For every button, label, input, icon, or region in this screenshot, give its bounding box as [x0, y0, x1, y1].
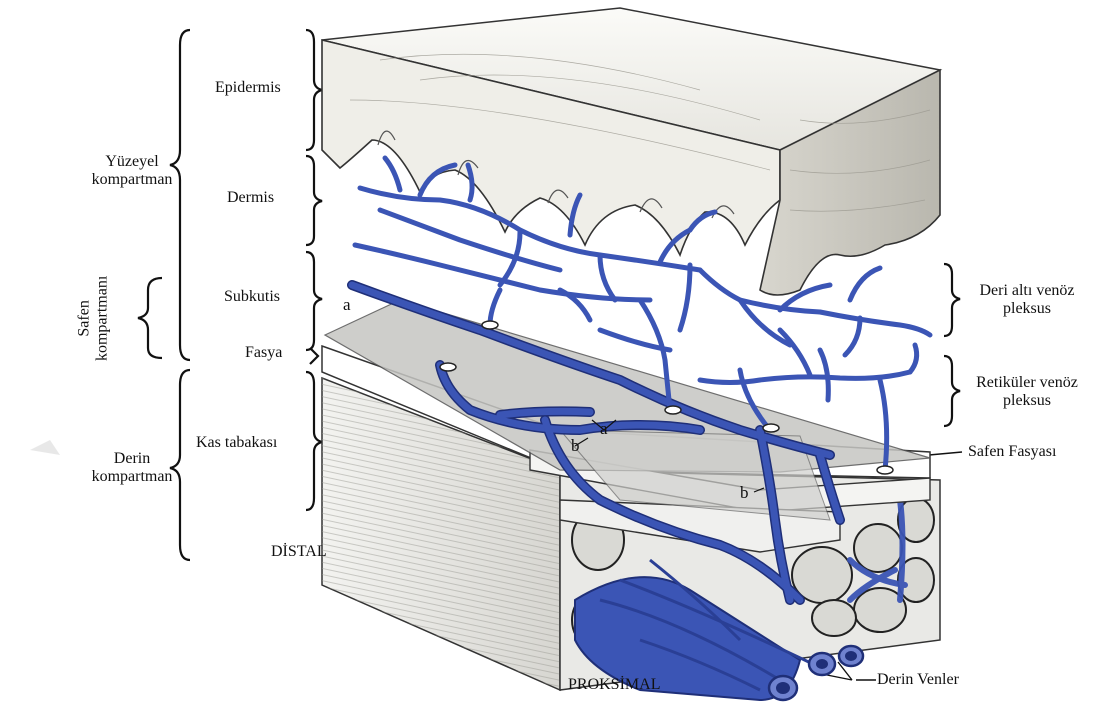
label-yuzeyel-kompartman: Yüzeyel kompartman [84, 153, 180, 190]
brace-deri-alti [944, 264, 960, 336]
label-safen-line1: Safen [76, 263, 94, 373]
skin-block [322, 8, 940, 295]
marker-a-upper: a [343, 295, 351, 315]
brace-fasya [310, 348, 318, 364]
label-safen-line2: kompartmanı [94, 263, 112, 373]
marker-a-lower: a [600, 419, 608, 439]
label-kas-tabakasi: Kas tabakası [196, 434, 277, 452]
label-safen-kompartmani: Safen kompartmanı [76, 263, 113, 373]
label-retikuler-line1: Retiküler venöz [962, 374, 1092, 392]
label-yuzeyel-line2: kompartman [84, 171, 180, 189]
brace-retikuler [944, 356, 960, 426]
label-retikuler-line2: pleksus [962, 392, 1092, 410]
label-distal: DİSTAL [271, 543, 327, 561]
label-yuzeyel-line1: Yüzeyel [84, 153, 180, 171]
brace-dermis [306, 156, 322, 245]
marker-b-left: b [571, 436, 580, 456]
label-safen-fasyasi: Safen Fasyası [968, 443, 1056, 461]
brace-yuzeyel [170, 30, 190, 360]
brace-subkutis [306, 252, 322, 350]
label-subkutis: Subkutis [224, 288, 280, 306]
label-fasya: Fasya [245, 344, 282, 362]
label-retikuler-venoz-pleksus: Retiküler venöz pleksus [962, 374, 1092, 411]
label-deri-alti-line2: pleksus [962, 300, 1092, 318]
label-deri-alti-line1: Deri altı venöz [962, 282, 1092, 300]
label-epidermis: Epidermis [215, 79, 281, 97]
label-deri-alti-venoz-pleksus: Deri altı venöz pleksus [962, 282, 1092, 319]
marker-b-right: b [740, 483, 749, 503]
faint-mark [30, 440, 60, 455]
label-derin-kompartman: Derin kompartman [84, 450, 180, 487]
label-derin-line1: Derin [84, 450, 180, 468]
brace-epidermis [306, 30, 322, 150]
label-proksimal: PROKSİMAL [568, 676, 660, 694]
label-dermis: Dermis [227, 189, 274, 207]
label-derin-line2: kompartman [84, 468, 180, 486]
label-derin-venler: Derin Venler [877, 671, 959, 689]
brace-kas [306, 372, 322, 510]
brace-safen [138, 278, 162, 358]
